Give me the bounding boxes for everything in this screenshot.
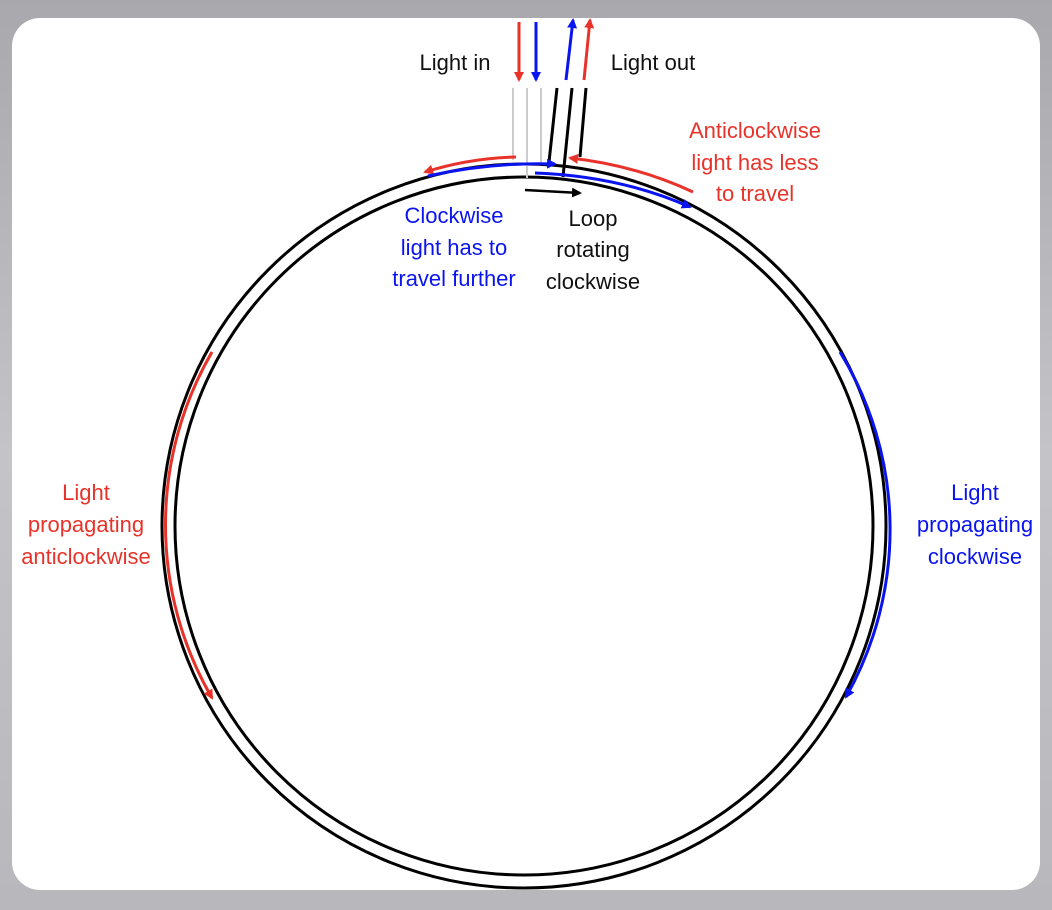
label-line: light has to	[401, 235, 507, 260]
anticlockwise-top-left-arrow	[423, 155, 517, 175]
label-line: propagating	[917, 512, 1033, 537]
loop-rotation-arrow	[524, 187, 582, 198]
anticlockwise-left-arrow	[163, 351, 214, 700]
light-out-red-arrow	[582, 18, 595, 81]
anticlockwise-shorter-label: Anticlockwise light has less to travel	[689, 118, 821, 206]
label-line: clockwise	[546, 269, 640, 294]
label-line: Light	[62, 480, 110, 505]
label-line: propagating	[28, 512, 144, 537]
label-line: travel further	[392, 266, 516, 291]
label-line: to travel	[716, 181, 794, 206]
clockwise-right-arrow	[838, 351, 892, 699]
label-line: rotating	[556, 237, 629, 262]
left-side-label: Light propagating anticlockwise	[21, 480, 151, 569]
label-line: Light	[951, 480, 999, 505]
label-line: Clockwise	[404, 203, 503, 228]
clockwise-top-left-arrow	[427, 158, 557, 178]
label-line: clockwise	[928, 544, 1022, 569]
label-line: Loop	[569, 206, 618, 231]
light-out-label: Light out	[611, 50, 695, 75]
clockwise-top-right-arrow	[534, 171, 692, 209]
right-side-label: Light propagating clockwise	[917, 480, 1033, 569]
clockwise-further-label: Clockwise light has to travel further	[392, 203, 516, 291]
label-line: light has less	[691, 150, 818, 175]
label-line: Anticlockwise	[689, 118, 821, 143]
light-in-label: Light in	[420, 50, 491, 75]
anticlockwise-top-right-arrow	[568, 153, 694, 194]
rotated-fiber-leads	[547, 87, 588, 178]
label-line: anticlockwise	[21, 544, 151, 569]
fiber-loop-inner	[173, 175, 875, 877]
light-out-blue-arrow	[564, 18, 578, 81]
fiber-loop-outer	[160, 162, 888, 890]
loop-rotation-label: Loop rotating clockwise	[546, 206, 640, 294]
